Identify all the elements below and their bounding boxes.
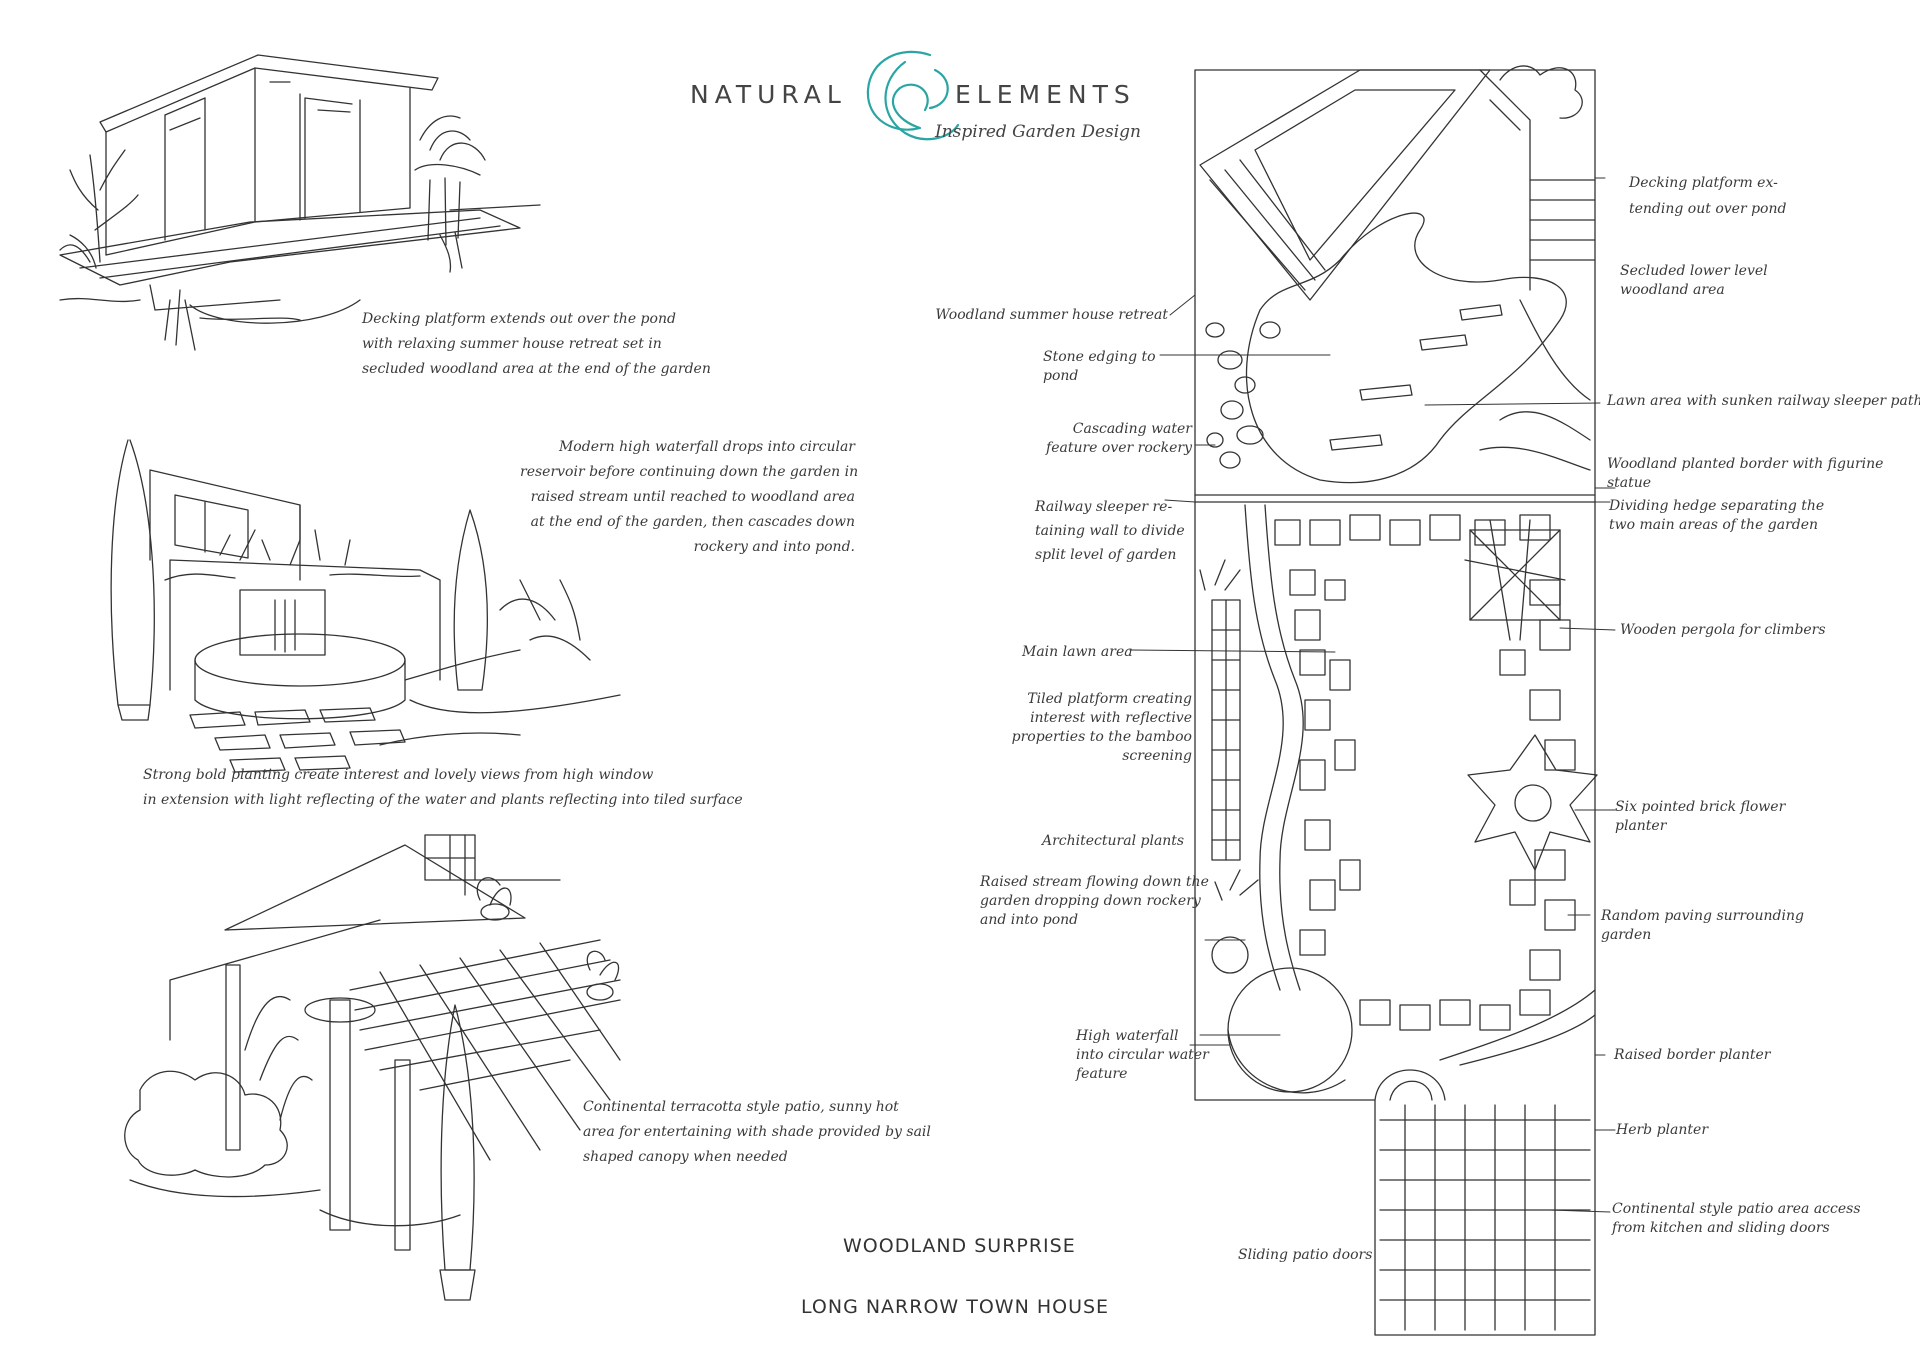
patio-sketch	[124, 834, 621, 1301]
label-lawn-sleeper-path: Lawn area with sunken railway sleeper pa…	[1607, 392, 1920, 411]
label-line: screening	[1122, 748, 1192, 764]
label-tiled-platform: Tiled platform creating interest with re…	[960, 690, 1192, 766]
label-line: taining wall to divide	[1035, 523, 1185, 539]
label-line: Stone edging to	[1043, 349, 1156, 365]
label-line: Dividing hedge separating the	[1609, 498, 1825, 514]
label-line: woodland area	[1620, 282, 1725, 298]
logo-word-elements: ELEMENTS	[955, 80, 1136, 109]
label-line: Decking platform ex-	[1629, 175, 1778, 191]
logo-word-natural: NATURAL	[690, 80, 847, 109]
label-line: Railway sleeper re-	[1035, 499, 1173, 515]
label-line: from kitchen and sliding doors	[1612, 1220, 1830, 1236]
label-main-lawn: Main lawn area	[1022, 643, 1133, 662]
label-architectural-plants: Architectural plants	[1042, 832, 1184, 851]
label-line: Random paving surrounding	[1601, 908, 1804, 924]
label-sliding-doors: Sliding patio doors	[1238, 1246, 1372, 1265]
label-dividing-hedge: Dividing hedge separating the two main a…	[1609, 497, 1824, 535]
label-line: two main areas of the garden	[1609, 517, 1819, 533]
label-line: Woodland planted border with figurine	[1607, 456, 1884, 472]
caption-line: at the end of the garden, then cascades …	[530, 514, 855, 530]
label-raised-border: Raised border planter	[1614, 1046, 1770, 1065]
label-summer-house: Woodland summer house retreat	[900, 306, 1168, 325]
label-line: Secluded lower level	[1620, 263, 1768, 279]
patio-caption: Continental terracotta style patio, sunn…	[583, 1095, 931, 1170]
label-line: split level of garden	[1035, 547, 1177, 563]
caption-line: reservoir before continuing down the gar…	[520, 464, 859, 480]
label-random-paving: Random paving surrounding garden	[1601, 907, 1804, 945]
label-line: properties to the bamboo	[1011, 729, 1192, 745]
label-line: Raised border planter	[1614, 1047, 1771, 1063]
label-line: tending out over pond	[1629, 201, 1787, 217]
label-herb-planter: Herb planter	[1616, 1121, 1708, 1140]
label-line: Herb planter	[1616, 1122, 1709, 1138]
label-line: garden dropping down rockery	[980, 893, 1201, 909]
label-brick-planter: Six pointed brick flower planter	[1615, 798, 1785, 836]
label-raised-stream: Raised stream flowing down the garden dr…	[980, 873, 1209, 930]
label-stone-edging: Stone edging to pond	[1043, 348, 1156, 386]
property-subtitle: LONG NARROW TOWN HOUSE	[801, 1296, 1110, 1318]
label-high-waterfall: High waterfall into circular water featu…	[1076, 1027, 1209, 1084]
caption-line: secluded woodland area at the end of the…	[362, 361, 711, 377]
label-line: Wooden pergola for climbers	[1620, 622, 1826, 638]
label-line: Cascading water	[1072, 421, 1192, 437]
label-line: feature over rockery	[1046, 440, 1192, 456]
label-line: into circular water	[1076, 1047, 1209, 1063]
label-decking-platform: Decking platform ex- tending out over po…	[1629, 170, 1786, 222]
label-line: pond	[1043, 368, 1079, 384]
waterfall-caption: Modern high waterfall drops into circula…	[520, 435, 859, 560]
waterfall-sketch	[110, 439, 621, 773]
label-railway-sleeper: Railway sleeper re- taining wall to divi…	[1035, 495, 1185, 567]
label-line: High waterfall	[1076, 1028, 1179, 1044]
label-line: statue	[1607, 475, 1652, 491]
label-line: Continental style patio area access	[1612, 1201, 1861, 1217]
caption-line: Decking platform extends out over the po…	[362, 311, 676, 327]
caption-line: Modern high waterfall drops into circula…	[558, 439, 855, 455]
label-line: Lawn area with sunken railway sleeper pa…	[1607, 393, 1920, 409]
logo-tagline: Inspired Garden Design	[935, 122, 1142, 142]
label-secluded-lower: Secluded lower level woodland area	[1620, 262, 1768, 300]
label-line: Sliding patio doors	[1238, 1247, 1373, 1263]
label-line: Woodland summer house retreat	[935, 307, 1168, 323]
label-line: Architectural plants	[1042, 833, 1185, 849]
caption-line: raised stream until reached to woodland …	[530, 489, 855, 505]
label-line: and into pond	[980, 912, 1079, 928]
logo-swirl-icon	[866, 50, 960, 141]
label-woodland-border: Woodland planted border with figurine st…	[1607, 455, 1883, 493]
caption-line: in extension with light reflecting of th…	[143, 792, 743, 808]
label-wooden-pergola: Wooden pergola for climbers	[1620, 621, 1826, 640]
label-line: garden	[1601, 927, 1652, 943]
project-title: WOODLAND SURPRISE	[843, 1235, 1076, 1257]
caption-line: with relaxing summer house retreat set i…	[362, 336, 662, 352]
label-line: planter	[1615, 818, 1667, 834]
label-line: Raised stream flowing down the	[980, 874, 1209, 890]
caption-line: shaped canopy when needed	[583, 1149, 788, 1165]
garden-plan	[1194, 65, 1598, 1336]
summer-house-caption: Decking platform extends out over the po…	[362, 307, 711, 382]
caption-line: rockery and into pond.	[693, 539, 855, 555]
label-line: Main lawn area	[1022, 644, 1133, 660]
label-continental-patio: Continental style patio area access from…	[1612, 1200, 1861, 1238]
label-line: Six pointed brick flower	[1615, 799, 1786, 815]
caption-line: area for entertaining with shade provide…	[583, 1124, 931, 1140]
label-cascading-water: Cascading water feature over rockery	[960, 420, 1192, 458]
rockery-stones	[1205, 321, 1281, 469]
caption-line: Strong bold planting create interest and…	[143, 767, 654, 783]
label-line: interest with reflective	[1030, 710, 1192, 726]
annotation-leaders	[1129, 177, 1616, 1213]
label-line: Tiled platform creating	[1027, 691, 1192, 707]
summer-house-sketch	[59, 54, 541, 351]
label-line: feature	[1076, 1066, 1128, 1082]
caption-line: Continental terracotta style patio, sunn…	[583, 1099, 899, 1115]
planting-caption: Strong bold planting create interest and…	[143, 763, 743, 813]
